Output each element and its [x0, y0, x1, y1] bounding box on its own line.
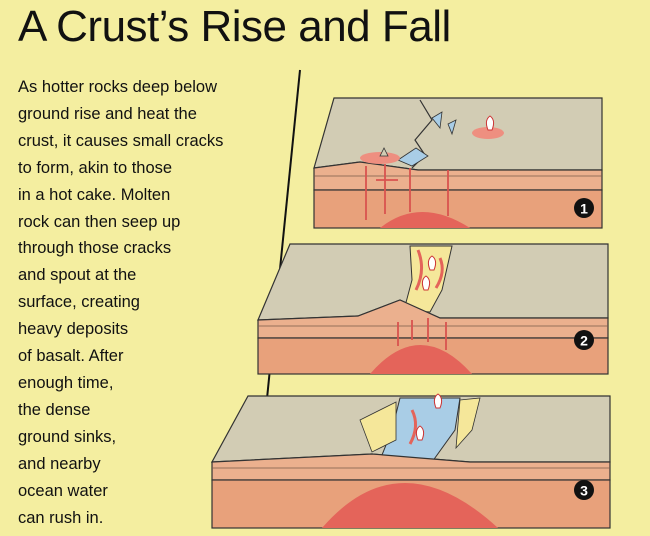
stage-1-surface — [313, 97, 603, 171]
body-line: and nearby — [18, 454, 101, 473]
body-line: to form, akin to those — [18, 158, 173, 177]
stage-2-magma — [370, 345, 472, 374]
body-line: ocean water — [18, 481, 108, 500]
body-line: can rush in. — [18, 508, 104, 527]
body-line: ground rise and heat the — [18, 104, 197, 123]
stage-3-block: 3 — [210, 393, 611, 529]
body-line: crust, it causes small cracks — [18, 131, 224, 150]
body-paragraph: As hotter rocks deep below ground rise a… — [18, 74, 258, 531]
stage-3-rift-basalt — [359, 401, 397, 453]
body-line: rock can then seep up — [18, 212, 181, 231]
body-line: through those cracks — [18, 239, 172, 258]
stage-2-number: 2 — [580, 333, 588, 349]
body-line: heavy deposits — [18, 320, 129, 339]
stage-1-block: 1 — [313, 97, 603, 229]
body-line: ground sinks, — [18, 427, 117, 446]
stage-2-badge — [574, 330, 594, 350]
stage-1-number: 1 — [580, 201, 588, 217]
stage-1-badge — [574, 198, 594, 218]
stage-3-number: 3 — [580, 483, 588, 499]
body-line: and spout at the — [18, 266, 137, 285]
body-line: enough time, — [18, 373, 114, 392]
stage-2-block: 2 — [257, 243, 609, 375]
body-line: in a hot cake. Molten — [18, 185, 171, 204]
body-line: As hotter rocks deep below — [18, 78, 218, 96]
body-line: surface, creating — [18, 293, 140, 312]
page-title: A Crust’s Rise and Fall — [18, 2, 451, 51]
body-line: the dense — [18, 400, 91, 419]
stage-3-badge — [574, 480, 594, 500]
body-line: of basalt. After — [18, 347, 124, 366]
stage-1-magma — [380, 212, 470, 228]
stage-3-magma — [322, 483, 498, 528]
